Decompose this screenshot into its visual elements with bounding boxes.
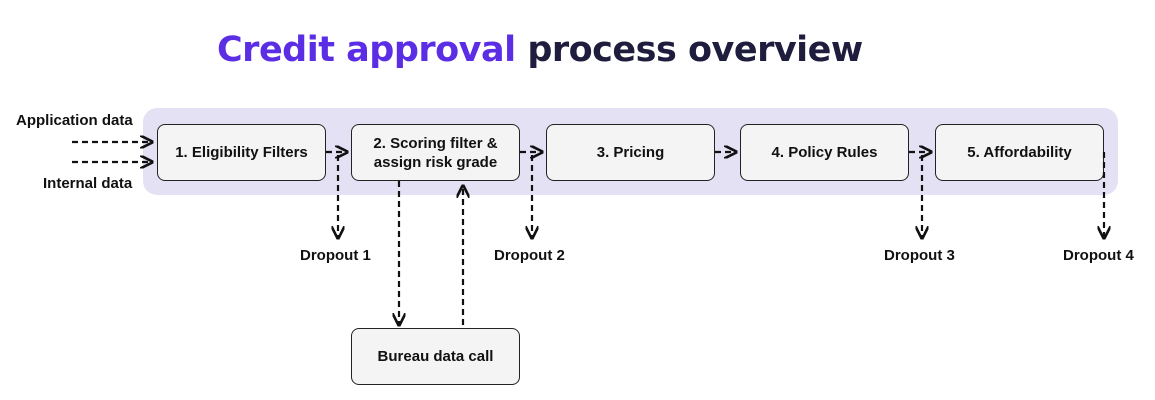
step-scoring-filter: 2. Scoring filter & assign risk grade	[351, 124, 520, 181]
bureau-data-call-box: Bureau data call	[351, 328, 520, 385]
step-affordability: 5. Affordability	[935, 124, 1104, 181]
dropout-4-label: Dropout 4	[1063, 247, 1134, 264]
page-title: Credit approval process overview	[217, 26, 863, 74]
dropout-1-label: Dropout 1	[300, 247, 371, 264]
input-label-application-data: Application data	[16, 112, 133, 129]
dropout-3-label: Dropout 3	[884, 247, 955, 264]
step-eligibility-filters: 1. Eligibility Filters	[157, 124, 326, 181]
input-label-internal-data: Internal data	[43, 175, 133, 192]
step-policy-rules: 4. Policy Rules	[740, 124, 909, 181]
dropout-2-label: Dropout 2	[494, 247, 565, 264]
title-highlight: Credit approval	[217, 30, 516, 70]
step-pricing: 3. Pricing	[546, 124, 715, 181]
title-rest: process overview	[527, 30, 863, 70]
